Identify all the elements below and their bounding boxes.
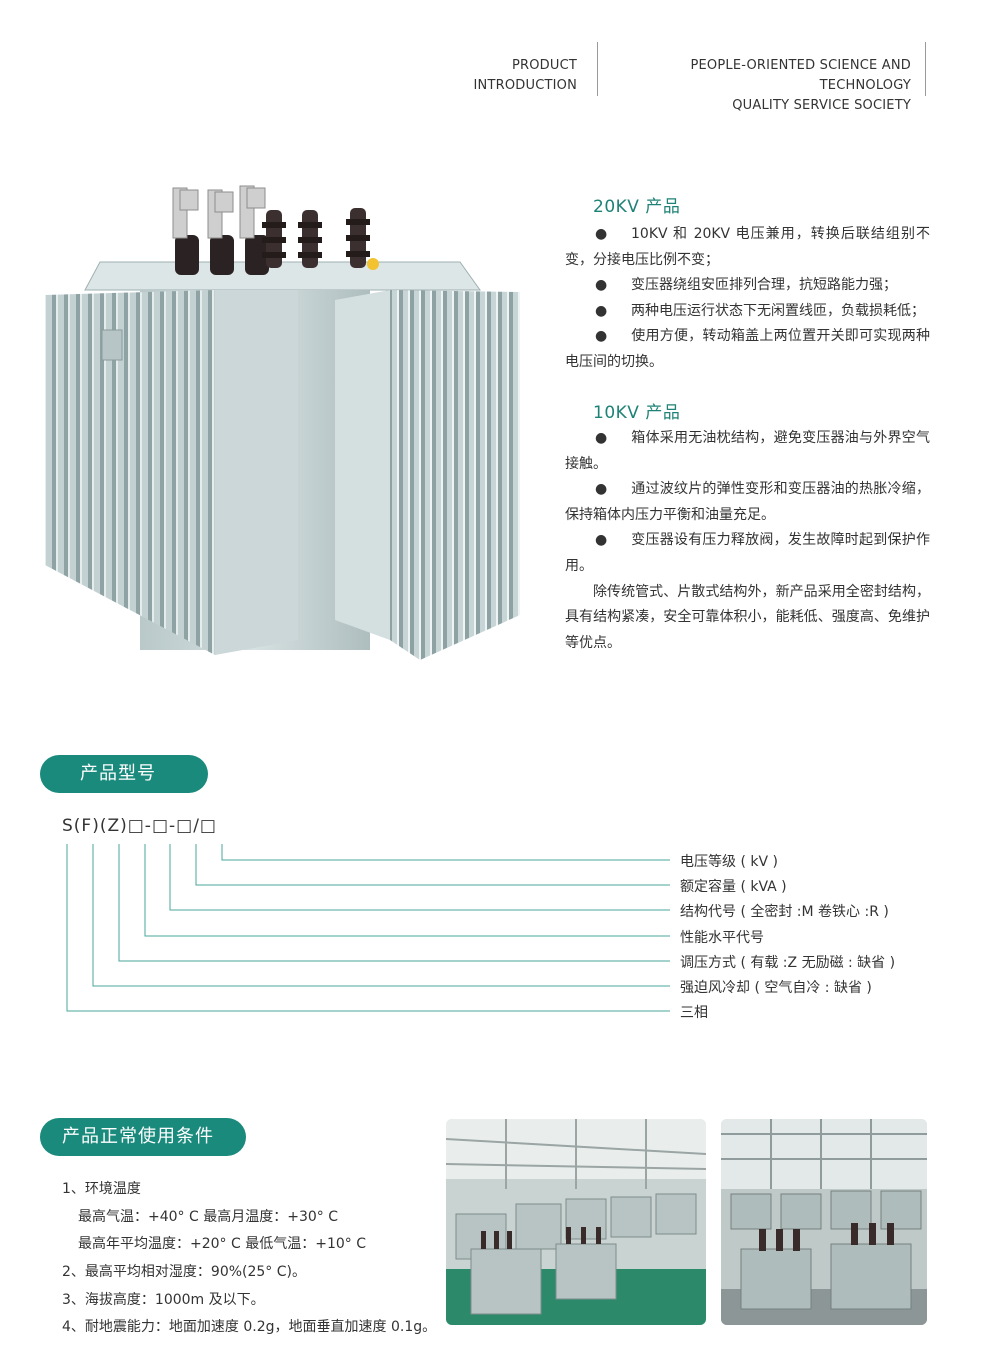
kv20-section: 20KV 产品 ●10KV 和 20KV 电压兼用，转换后联结组别不变，分接电压… [565, 194, 930, 376]
header-left-line2: INTRODUCTION [473, 78, 577, 93]
bullet-icon: ● [595, 226, 608, 242]
line-performance [144, 844, 670, 937]
header-slogan: PEOPLE-ORIENTED SCIENCE AND TECHNOLOGY Q… [600, 56, 911, 116]
model-code: S(F)(Z)□-□-□/□ [62, 816, 217, 836]
legend-capacity: 额定容量 ( kVA ) [680, 879, 787, 895]
legend-performance: 性能水平代号 [680, 930, 764, 946]
legend-cooling: 强迫风冷却 ( 空气自冷 : 缺省 ) [680, 980, 872, 996]
kv10-section: 10KV 产品 ●箱体采用无油枕结构，避免变压器油与外界空气接触。 ●通过波纹片… [565, 400, 930, 656]
bullet-icon: ● [595, 430, 608, 446]
legend-structure: 结构代号 ( 全密封 :M 卷铁心 :R ) [680, 904, 889, 920]
header-left-line1: PRODUCT [511, 58, 577, 73]
factory-photo-1 [446, 1119, 706, 1325]
kv20-bullet-2: ●变压器绕组安匝排列合理，抗短路能力强； [565, 273, 930, 299]
condition-line-1: 1、环境温度 [62, 1181, 141, 1197]
conditions-heading: 产品正常使用条件 [40, 1118, 246, 1156]
kv10-bullet-1: ●箱体采用无油枕结构，避免变压器油与外界空气接触。 [565, 426, 930, 477]
header-divider [597, 42, 598, 96]
bullet-icon: ● [595, 328, 608, 345]
kv20-bullet-3: ●两种电压运行状态下无闲置线匝，负载损耗低； [565, 299, 930, 325]
legend-regulation: 调压方式 ( 有载 :Z 无励磁 : 缺省 ) [680, 955, 896, 971]
kv20-bullet-4: ●使用方便，转动箱盖上两位置开关即可实现两种电压间的切换。 [565, 324, 930, 375]
condition-line-3: 最高年平均温度：+20° C 最低气温：+10° C [78, 1236, 366, 1252]
line-three-phase [66, 844, 670, 1012]
bullet-icon: ● [595, 481, 608, 498]
line-structure [169, 844, 670, 911]
condition-line-2: 最高气温：+40° C 最高月温度：+30° C [78, 1209, 338, 1225]
condition-line-6: 4、耐地震能力：地面加速度 0.2g，地面垂直加速度 0.1g。 [62, 1319, 437, 1335]
condition-line-4: 2、最高平均相对湿度：90%(25° C)。 [62, 1264, 306, 1280]
bullet-icon: ● [595, 532, 608, 549]
transformer-product-image [45, 185, 520, 660]
bullet-icon: ● [595, 302, 608, 319]
header-product-introduction: PRODUCT INTRODUCTION [440, 56, 577, 96]
bullet-icon: ● [595, 277, 608, 294]
line-voltage [221, 844, 670, 861]
header-right-line2: QUALITY SERVICE SOCIETY [732, 98, 911, 113]
header-right-line1: PEOPLE-ORIENTED SCIENCE AND TECHNOLOGY [690, 58, 911, 93]
model-code-diagram [66, 844, 670, 1012]
kv10-bullet-2: ●通过波纹片的弹性变形和变压器油的热胀冷缩，保持箱体内压力平衡和油量充足。 [565, 477, 930, 528]
kv20-title: 20KV 产品 [593, 197, 681, 217]
line-cooling [92, 844, 670, 987]
kv10-paragraph: 除传统管式、片散式结构外，新产品采用全密封结构，具有结构紧凑，安全可靠体积小，能… [565, 583, 930, 651]
legend-three-phase: 三相 [680, 1005, 708, 1021]
condition-line-5: 3、海拔高度：1000m 及以下。 [62, 1292, 265, 1308]
legend-voltage: 电压等级 ( kV ) [680, 854, 778, 870]
factory-photo-2 [721, 1119, 927, 1325]
line-capacity [195, 844, 670, 886]
model-heading: 产品型号 [40, 755, 208, 793]
kv10-bullet-3: ●变压器设有压力释放阀，发生故障时起到保护作用。 [565, 528, 930, 579]
kv20-bullet-1: ●10KV 和 20KV 电压兼用，转换后联结组别不变，分接电压比例不变； [565, 222, 930, 273]
header-divider-right [925, 42, 926, 96]
line-regulation [118, 844, 670, 962]
kv10-title: 10KV 产品 [593, 403, 681, 423]
